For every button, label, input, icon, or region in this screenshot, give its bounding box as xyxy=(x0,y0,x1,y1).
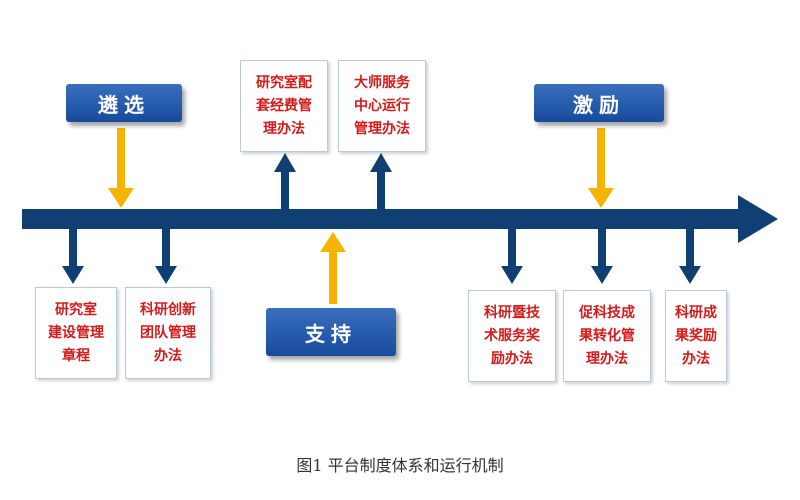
badge-selection-label: 遴选 xyxy=(98,92,150,117)
doc-line: 理办法 xyxy=(586,350,628,367)
doc-line: 促科技成 xyxy=(579,304,635,321)
doc-achievement-award-rules: 科研成 果奖励 办法 xyxy=(665,290,727,382)
down-arrow-achievement xyxy=(679,229,701,284)
figure-caption: 图1 平台制度体系和运行机制 xyxy=(296,456,504,475)
doc-line: 科研暨技 xyxy=(484,304,540,321)
doc-transfer-promotion-rules: 促科技成 果转化管 理办法 xyxy=(563,290,651,382)
down-arrow-transfer xyxy=(591,229,613,284)
badge-support: 支持 xyxy=(266,308,396,356)
doc-line: 管理办法 xyxy=(354,120,410,137)
down-arrow-lab-construction xyxy=(62,229,84,284)
doc-line: 术服务奖 xyxy=(484,327,540,344)
incentive-arrow xyxy=(588,128,614,208)
doc-lab-funding-rules: 研究室配 套经费管 理办法 xyxy=(240,60,328,152)
doc-line: 科研创新 xyxy=(140,301,196,318)
badge-incentive-label: 激励 xyxy=(573,92,625,117)
doc-line: 研究室配 xyxy=(256,74,312,91)
down-arrow-research-team xyxy=(155,229,177,284)
doc-line: 果奖励 xyxy=(675,327,717,344)
doc-line: 中心运行 xyxy=(354,97,410,114)
doc-line: 办法 xyxy=(682,350,710,367)
doc-line: 套经费管 xyxy=(256,97,312,114)
doc-lab-construction-rules: 研究室 建设管理 章程 xyxy=(35,287,117,379)
doc-line: 建设管理 xyxy=(48,324,104,341)
doc-line: 章程 xyxy=(62,347,90,364)
doc-line: 励办法 xyxy=(491,350,533,367)
timeline-arrow xyxy=(22,195,778,243)
doc-tech-service-award-rules: 科研暨技 术服务奖 励办法 xyxy=(468,290,556,382)
doc-master-center-rules: 大师服务 中心运行 管理办法 xyxy=(338,60,426,152)
up-arrow-lab-funding xyxy=(274,153,296,210)
doc-research-team-rules: 科研创新 团队管理 办法 xyxy=(125,287,211,379)
support-arrow xyxy=(320,232,346,304)
doc-line: 研究室 xyxy=(55,301,97,318)
badge-selection: 遴选 xyxy=(66,84,182,122)
selection-arrow xyxy=(108,128,134,208)
doc-line: 团队管理 xyxy=(140,324,196,341)
doc-line: 理办法 xyxy=(263,120,305,137)
up-arrow-master-center xyxy=(370,153,392,210)
badge-incentive: 激励 xyxy=(534,84,664,122)
badge-support-label: 支持 xyxy=(305,321,357,346)
doc-line: 大师服务 xyxy=(354,74,410,91)
down-arrow-tech-service xyxy=(501,229,523,284)
doc-line: 办法 xyxy=(154,347,182,364)
doc-line: 果转化管 xyxy=(579,327,635,344)
doc-line: 科研成 xyxy=(675,304,717,321)
